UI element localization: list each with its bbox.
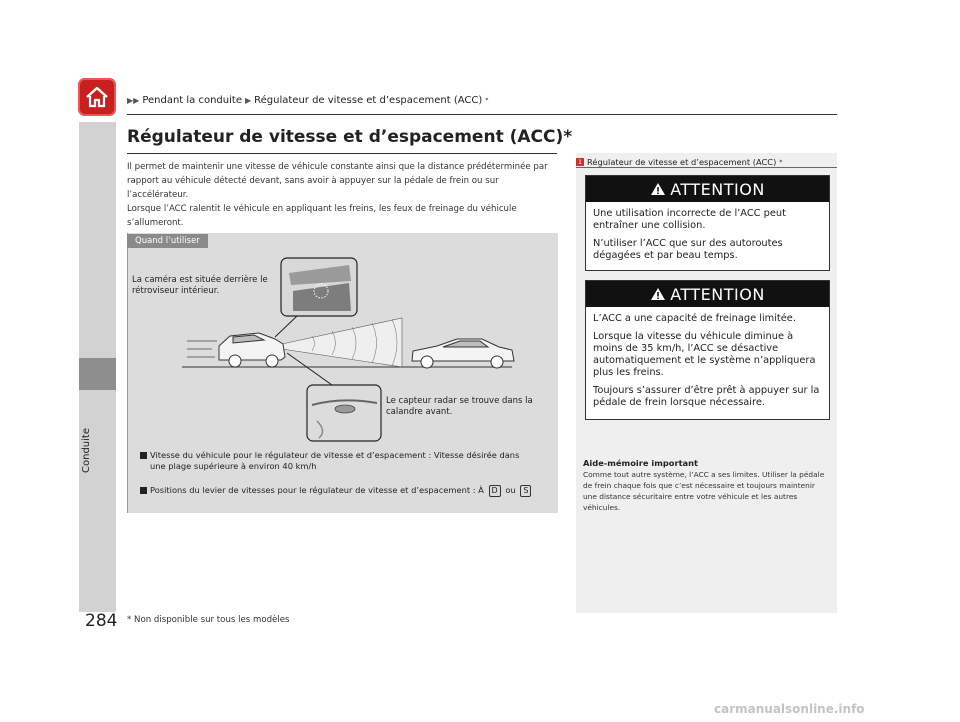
warning-triangle-icon xyxy=(651,288,666,300)
warning-line: Toujours s’assurer d’être prêt à appuyer… xyxy=(593,385,820,408)
lead-vehicle-icon xyxy=(411,338,515,369)
watermark: carmanualsonline.info xyxy=(714,702,865,716)
radar-waves xyxy=(311,318,398,367)
bullet-gear-or: ou xyxy=(505,485,516,495)
footnote: * Non disponible sur tous les modèles xyxy=(127,615,290,625)
header-divider xyxy=(127,114,837,115)
notes-header-asterisk: * xyxy=(779,158,783,166)
notes-header-text: Régulateur de vitesse et d’espacement (A… xyxy=(587,157,777,167)
page-title: Régulateur de vitesse et d’espacement (A… xyxy=(127,127,572,147)
speed-lines xyxy=(187,340,217,358)
page-title-asterisk: * xyxy=(563,127,573,147)
radar-callout: Le capteur radar se trouve dans la calan… xyxy=(386,396,533,417)
usage-tab: Quand l’utiliser xyxy=(127,234,208,248)
page-title-text: Régulateur de vitesse et d’espacement (A… xyxy=(127,127,564,147)
warning-body: L’ACC a une capacité de freinage limitée… xyxy=(586,307,829,419)
warning-box-1: ATTENTION Une utilisation incorrecte de … xyxy=(585,175,830,271)
page-number: 284 xyxy=(85,611,118,631)
triangle-right-icon: ▶ xyxy=(244,96,252,105)
bullet-speed: Vitesse du véhicule pour le régulateur d… xyxy=(140,450,540,472)
warning-line: Lorsque la vitesse du véhicule diminue à… xyxy=(593,331,816,378)
camera-callout: La caméra est située derrière le rétrovi… xyxy=(132,275,268,296)
home-button[interactable] xyxy=(78,78,116,116)
breadcrumb: ▶▶ Pendant la conduite ▶ Régulateur de v… xyxy=(127,95,488,106)
side-tab-marker xyxy=(79,358,116,390)
section-label[interactable]: Conduite xyxy=(81,428,92,473)
warning-body: Une utilisation incorrecte de l’ACC peut… xyxy=(586,202,829,272)
gear-key-s: S xyxy=(520,485,532,497)
own-vehicle-icon xyxy=(218,332,286,368)
bullet-speed-text: Vitesse du véhicule pour le régulateur d… xyxy=(150,450,520,471)
memo-text: Comme tout autre système, l’ACC a ses li… xyxy=(583,470,825,512)
triangle-right-icon: ▶▶ xyxy=(127,96,140,105)
warning-header: ATTENTION xyxy=(586,176,829,202)
warning-label: ATTENTION xyxy=(670,179,765,199)
warning-header: ATTENTION xyxy=(586,281,829,307)
radar-inset xyxy=(286,352,382,442)
gear-key-d: D xyxy=(488,485,501,497)
notes-header: 1 Régulateur de vitesse et d’espacement … xyxy=(576,157,782,167)
home-icon xyxy=(86,86,108,108)
intro-text: Il permet de maintenir une vitesse de vé… xyxy=(127,160,557,230)
intro-paragraph-1: Il permet de maintenir une vitesse de vé… xyxy=(127,162,548,200)
bullet-gear-text: Positions du levier de vitesses pour le … xyxy=(150,485,533,497)
memo-title: Aide-mémoire important xyxy=(583,458,699,468)
title-divider xyxy=(127,153,557,154)
warning-box-2: ATTENTION L’ACC a une capacité de freina… xyxy=(585,280,830,420)
bullet-square-icon xyxy=(140,452,147,459)
bullet-gear: Positions du levier de vitesses pour le … xyxy=(140,485,555,497)
warning-line: N’utiliser l’ACC que sur des autoroutes … xyxy=(593,238,783,261)
notes-divider xyxy=(576,167,837,168)
warning-line: L’ACC a une capacité de freinage limitée… xyxy=(593,313,796,324)
radar-beam xyxy=(281,317,403,368)
bullet-gear-label: Positions du levier de vitesses pour le … xyxy=(150,485,484,495)
breadcrumb-asterisk: * xyxy=(485,97,489,104)
warning-label: ATTENTION xyxy=(670,284,765,304)
note-number-badge: 1 xyxy=(576,158,584,166)
camera-inset xyxy=(274,257,358,338)
breadcrumb-item-driving[interactable]: Pendant la conduite xyxy=(142,95,242,106)
acc-illustration xyxy=(182,257,515,442)
intro-paragraph-2: Lorsque l’ACC ralentit le véhicule en ap… xyxy=(127,204,517,228)
breadcrumb-item-acc[interactable]: Régulateur de vitesse et d’espacement (A… xyxy=(254,95,483,106)
bullet-square-icon xyxy=(140,487,147,494)
warning-triangle-icon xyxy=(651,183,666,195)
warning-line: Une utilisation incorrecte de l’ACC peut… xyxy=(593,208,786,231)
